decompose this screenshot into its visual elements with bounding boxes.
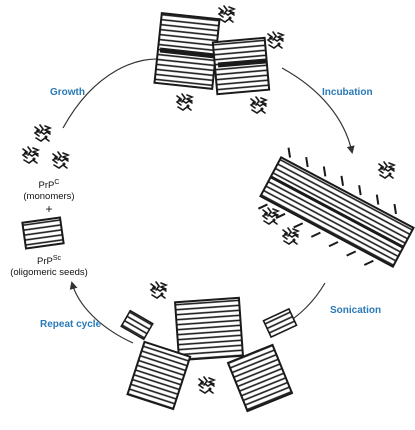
monomer-icon bbox=[176, 93, 193, 111]
prpsc-main-text: PrP bbox=[36, 256, 53, 267]
arrow-growth-incubation bbox=[62, 54, 167, 129]
arrow-repeat-cycle bbox=[69, 281, 134, 344]
prpc-superscript: C bbox=[54, 179, 60, 186]
monomer-icon bbox=[282, 227, 299, 245]
arrow-incubation-fibril bbox=[281, 67, 355, 154]
fibril-stack-top bbox=[153, 12, 271, 96]
prpc-label: PrPC bbox=[24, 179, 74, 191]
monomer-icon bbox=[150, 281, 167, 299]
monomer-icon bbox=[52, 151, 69, 169]
fibril-fragments-bottom bbox=[120, 296, 298, 413]
monomer-icon bbox=[218, 5, 235, 23]
monomer-icon bbox=[250, 96, 267, 114]
monomer-icon bbox=[267, 31, 284, 49]
step-label-growth: Growth bbox=[50, 87, 85, 98]
monomer-icon bbox=[34, 124, 51, 142]
prpc-main-text: PrP bbox=[38, 180, 55, 191]
monomer-icon bbox=[22, 146, 39, 164]
prpsc-label: PrPSc bbox=[24, 255, 74, 267]
monomer-icon bbox=[262, 207, 279, 225]
prpsc-description: (oligomeric seeds) bbox=[10, 267, 88, 278]
step-label-repeat-cycle: Repeat cycle bbox=[40, 319, 102, 330]
oligomeric-seed-icon bbox=[21, 216, 65, 250]
fibril-long bbox=[257, 147, 415, 268]
step-label-incubation: Incubation bbox=[322, 87, 373, 98]
plus-sign: + bbox=[45, 202, 53, 216]
monomer-icon bbox=[198, 376, 215, 394]
prpc-description: (monomers) bbox=[23, 191, 75, 202]
monomer-icon bbox=[378, 161, 395, 179]
step-label-sonication: Sonication bbox=[330, 305, 382, 316]
prpsc-superscript: Sc bbox=[52, 255, 61, 262]
